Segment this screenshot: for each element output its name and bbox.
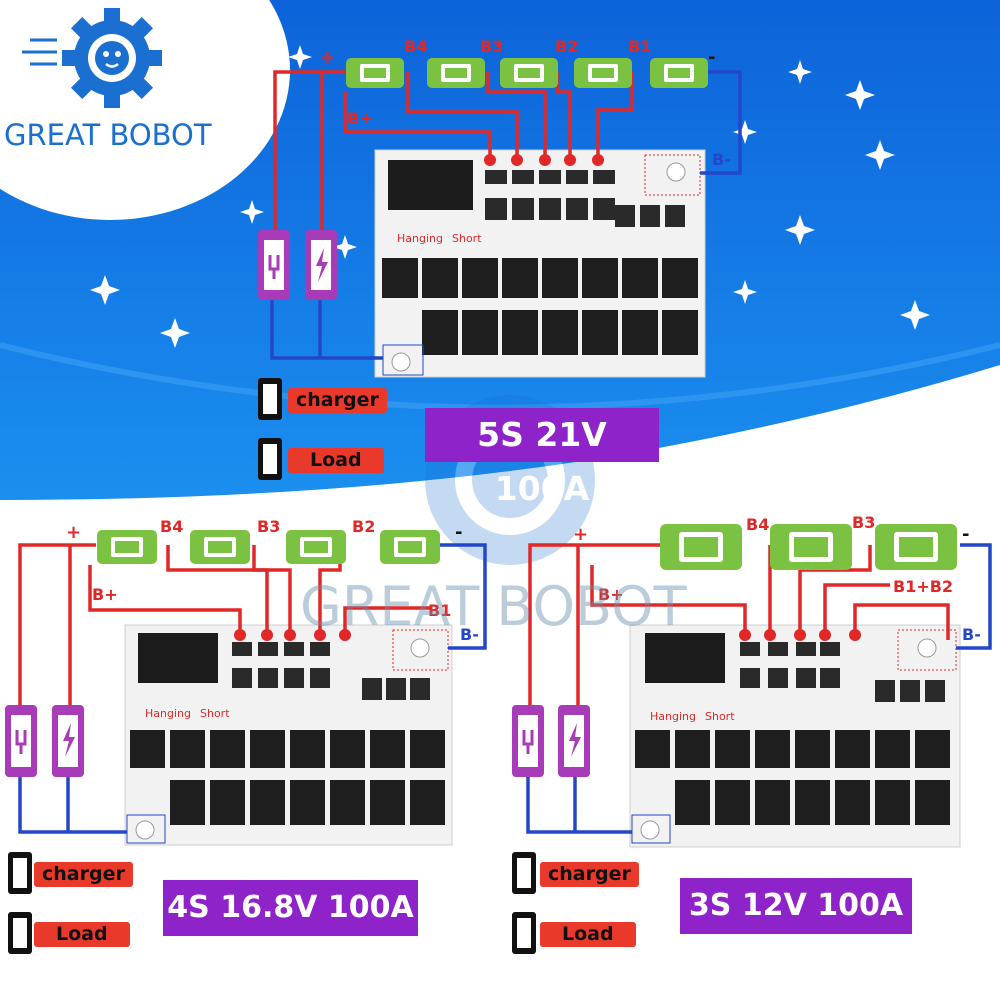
board-title-5s: 5S 21V 100A [425, 408, 659, 508]
label-minus: - [962, 524, 969, 545]
label-cell-b4: B4 [404, 37, 427, 56]
lightning-icon [305, 230, 337, 300]
label-bminus: B- [712, 150, 731, 169]
board-5s: + - B4 B3 B2 B1 B+ B- Hanging Short [258, 37, 742, 378]
label-short: Short [452, 232, 482, 245]
board-title-4s: 4S 16.8V 100A [163, 880, 418, 936]
battery-load-icon [258, 438, 282, 480]
label-cell-b2: B2 [352, 517, 375, 536]
label-cell-b1: B1 [428, 601, 451, 620]
label-plus: + [573, 524, 588, 545]
battery-load-icon [8, 912, 32, 954]
legend-charger-label: charger [540, 862, 639, 887]
label-bplus: B+ [598, 585, 624, 604]
board-title-3s: 3S 12V 100A [680, 878, 912, 934]
label-hanging: Hanging [650, 710, 696, 723]
label-cell-b4: B4 [160, 517, 183, 536]
label-short: Short [705, 710, 735, 723]
plug-icon [5, 705, 37, 777]
label-bminus: B- [460, 625, 479, 644]
label-hanging: Hanging [145, 707, 191, 720]
battery-charger-icon [8, 852, 32, 894]
watermark-text: GREAT BOBOT [300, 575, 687, 638]
battery-charger-icon [512, 852, 536, 894]
sky-highlight-arc [0, 342, 1000, 411]
label-cell-b3: B3 [480, 37, 503, 56]
legend-load-label: Load [288, 448, 384, 473]
label-minus: - [708, 47, 715, 68]
board-3s: + - B4 B3 B1+B2 B+ B- Hanging Short [512, 513, 992, 848]
battery-charger-icon [258, 378, 282, 420]
label-cell-b4: B4 [746, 515, 769, 534]
label-plus: + [66, 522, 81, 543]
brand-name: GREAT BOBOT [4, 118, 212, 152]
plug-icon [512, 705, 544, 777]
label-cell-b3: B3 [852, 513, 875, 532]
legend-charger-label: charger [34, 862, 133, 887]
legend-charger-label: charger [288, 388, 387, 413]
lightning-icon [558, 705, 590, 777]
label-bplus: B+ [347, 109, 373, 128]
label-cell-b2: B2 [555, 37, 578, 56]
board-4s: + - B4 B3 B2 B1 B+ B- Hanging Short [5, 517, 487, 846]
label-plus: + [320, 47, 335, 68]
label-bminus: B- [962, 625, 981, 644]
label-cell-b1b2: B1+B2 [893, 577, 953, 596]
label-cell-b1: B1 [628, 37, 651, 56]
battery-load-icon [512, 912, 536, 954]
plug-icon [258, 230, 290, 300]
label-bplus: B+ [92, 585, 118, 604]
star-icon [90, 45, 930, 348]
label-cell-b3: B3 [257, 517, 280, 536]
label-minus: - [455, 522, 462, 543]
lightning-icon [52, 705, 84, 777]
label-short: Short [200, 707, 230, 720]
legend-load-label: Load [34, 922, 130, 947]
legend-load-label: Load [540, 922, 636, 947]
label-hanging: Hanging [397, 232, 443, 245]
